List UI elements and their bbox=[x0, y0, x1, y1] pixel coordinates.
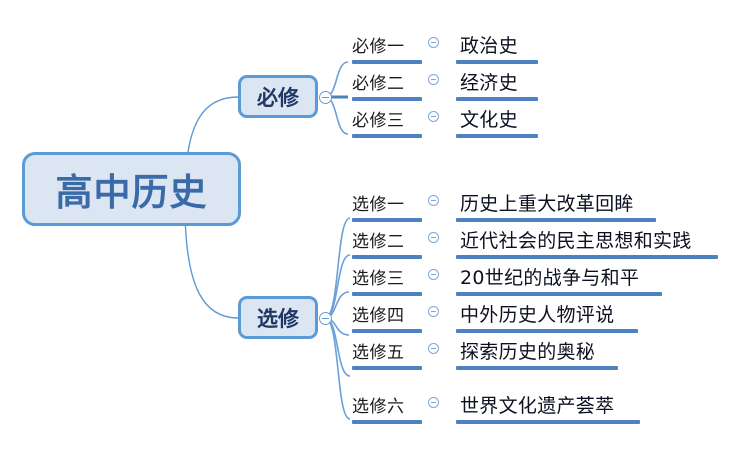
leaf-underline-left bbox=[352, 255, 422, 259]
collapse-minus-icon[interactable] bbox=[428, 269, 439, 280]
leaf-text: 政治史 bbox=[460, 35, 518, 57]
leaf-code: 选修三 bbox=[352, 269, 405, 289]
collapse-minus-icon[interactable] bbox=[319, 312, 332, 325]
collapse-minus-icon[interactable] bbox=[428, 74, 439, 85]
leaf-code: 选修一 bbox=[352, 195, 405, 215]
leaf-underline-right bbox=[456, 60, 538, 64]
leaf-code: 选修二 bbox=[352, 232, 405, 252]
collapse-minus-icon[interactable] bbox=[428, 195, 439, 206]
branch-node-label: 必修 bbox=[257, 85, 299, 110]
leaf-text: 近代社会的民主思想和实践 bbox=[460, 230, 692, 252]
branch-node-xuanxiu[interactable]: 选修 bbox=[238, 296, 318, 339]
leaf-underline-left bbox=[352, 60, 422, 64]
collapse-minus-icon[interactable] bbox=[428, 111, 439, 122]
branch-node-label: 选修 bbox=[257, 306, 299, 331]
leaf-code: 选修四 bbox=[352, 306, 405, 326]
collapse-minus-icon[interactable] bbox=[319, 91, 332, 104]
collapse-minus-icon[interactable] bbox=[428, 343, 439, 354]
leaf-underline-right bbox=[456, 292, 662, 296]
root-node[interactable]: 高中历史 bbox=[22, 152, 241, 226]
leaf-text: 中外历史人物评说 bbox=[460, 304, 615, 326]
leaf-underline-right bbox=[456, 366, 618, 370]
leaf-text: 探索历史的奥秘 bbox=[460, 341, 596, 363]
leaf-underline-left bbox=[352, 292, 422, 296]
leaf-underline-right bbox=[456, 218, 656, 222]
leaf-text: 文化史 bbox=[460, 109, 518, 131]
leaf-text: 经济史 bbox=[460, 72, 518, 94]
leaf-code: 必修三 bbox=[352, 111, 405, 131]
leaf-text: 20世纪的战争与和平 bbox=[460, 267, 640, 289]
branch-node-bixiu[interactable]: 必修 bbox=[238, 75, 318, 118]
leaf-underline-right bbox=[456, 329, 638, 333]
leaf-code: 必修二 bbox=[352, 74, 405, 94]
leaf-underline-right bbox=[456, 420, 640, 424]
root-node-label: 高中历史 bbox=[55, 171, 208, 214]
leaf-text: 世界文化遗产荟萃 bbox=[460, 395, 615, 417]
collapse-minus-icon[interactable] bbox=[428, 37, 439, 48]
leaf-underline-right bbox=[456, 134, 538, 138]
leaf-underline-left bbox=[352, 329, 422, 333]
collapse-minus-icon[interactable] bbox=[428, 397, 439, 408]
leaf-code: 必修一 bbox=[352, 37, 405, 57]
leaf-underline-left bbox=[352, 420, 422, 424]
leaf-code: 选修五 bbox=[352, 343, 405, 363]
leaf-underline-right bbox=[456, 255, 718, 259]
leaf-underline-right bbox=[456, 97, 538, 101]
leaf-underline-left bbox=[352, 218, 422, 222]
collapse-minus-icon[interactable] bbox=[428, 306, 439, 317]
leaf-text: 历史上重大改革回眸 bbox=[460, 193, 634, 215]
leaf-underline-left bbox=[352, 366, 422, 370]
leaf-code: 选修六 bbox=[352, 397, 405, 417]
leaf-underline-left bbox=[352, 97, 422, 101]
collapse-minus-icon[interactable] bbox=[428, 232, 439, 243]
leaf-underline-left bbox=[352, 134, 422, 138]
